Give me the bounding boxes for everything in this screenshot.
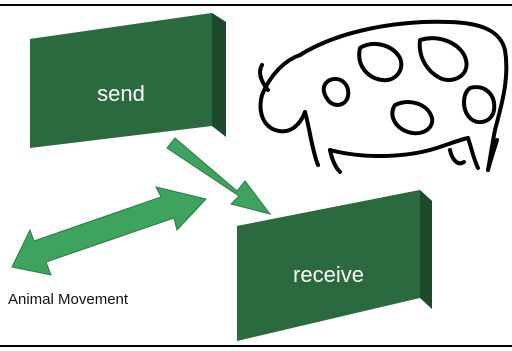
bottom-divider [0,345,512,347]
send-box [30,13,226,148]
movement-double-arrow [11,186,207,276]
receive-box-side [420,190,432,309]
send-to-receive-arrow [166,137,272,215]
animal-movement-caption: Animal Movement [8,291,129,308]
send-box-front [30,13,212,148]
receive-box [237,190,432,341]
top-divider [0,4,512,6]
send-box-side [212,13,226,137]
cow-icon [258,19,509,174]
receive-box-front [237,190,420,341]
